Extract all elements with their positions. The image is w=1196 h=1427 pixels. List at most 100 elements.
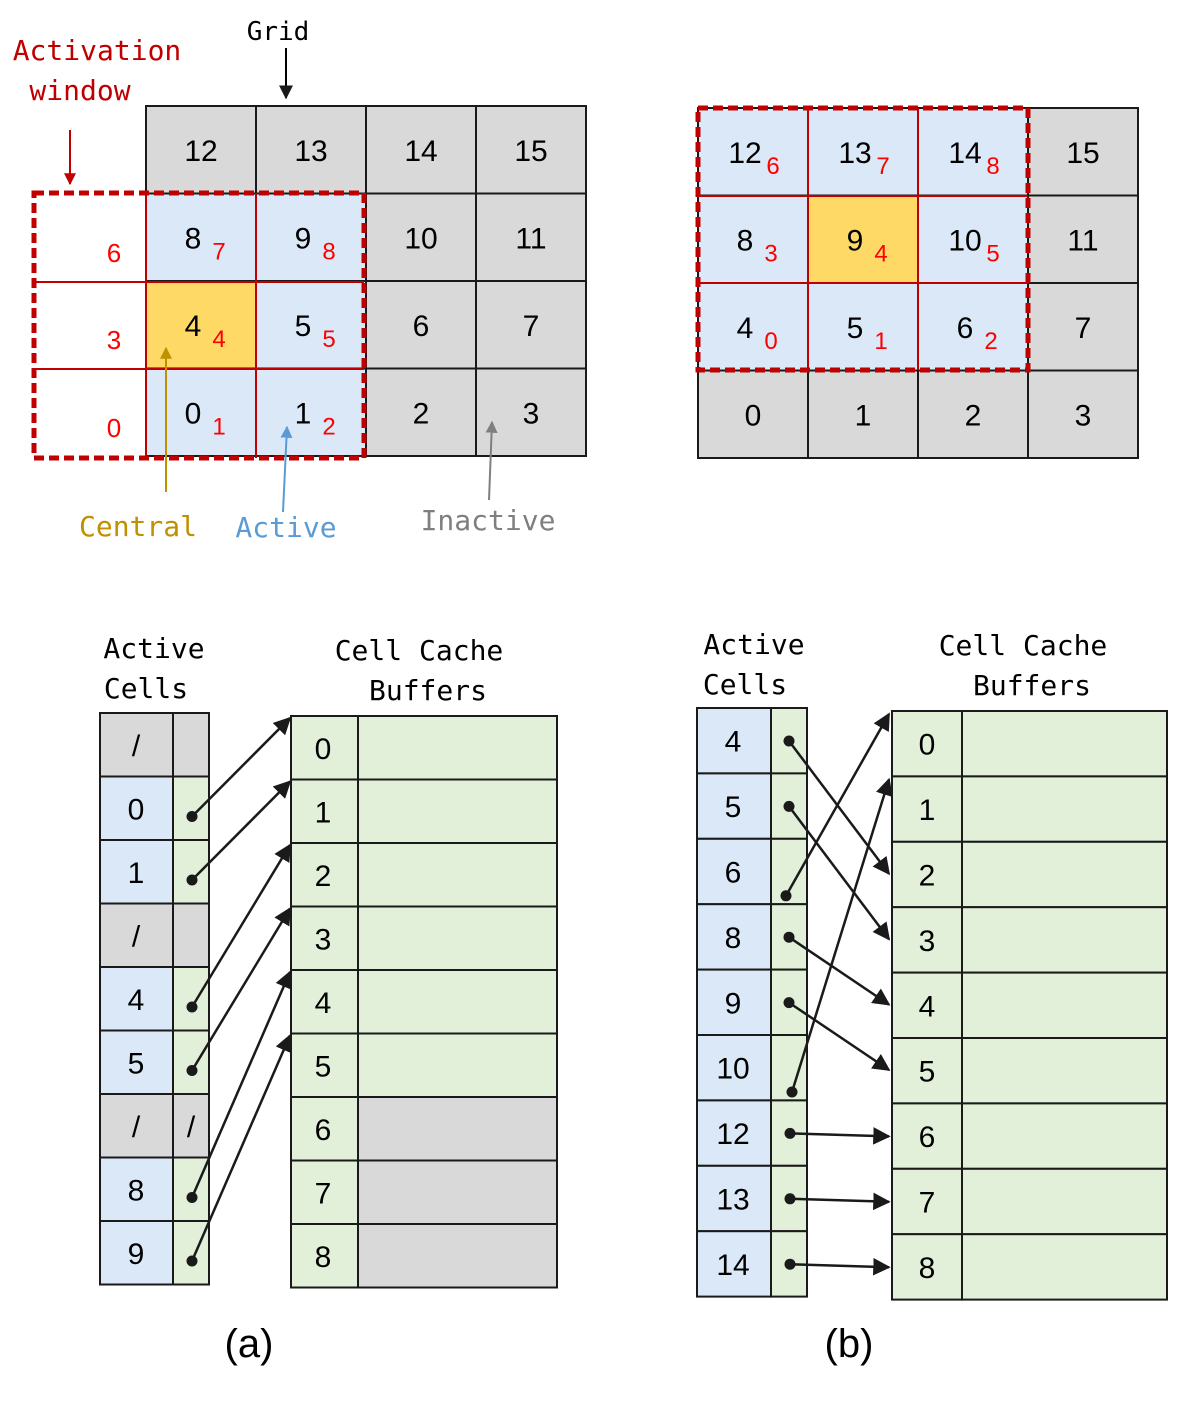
pointer-arrow [788, 1001, 891, 1072]
buffer-index: 1 [315, 796, 332, 829]
active-cell-slot [99, 1029, 174, 1095]
buffer-slot [357, 1032, 558, 1098]
active-cell-slot [696, 707, 772, 775]
pointer-arrow [789, 1257, 891, 1276]
grid-cell [1027, 107, 1139, 197]
active-cell-id: 14 [716, 1249, 749, 1282]
window-index-outside: 6 [107, 238, 121, 268]
grid-cell-number: 7 [1075, 312, 1092, 345]
window-index: 0 [764, 328, 777, 355]
buffer-slot [357, 778, 558, 844]
grid-cell-number: 11 [515, 222, 546, 255]
window-index: 6 [766, 153, 779, 180]
legend-inactive: Inactive [421, 504, 556, 537]
active-cells-title-a-line1: Active [103, 632, 204, 665]
pointer-null: / [187, 1111, 196, 1144]
buffer-slot [357, 905, 558, 971]
grid-cell-number: 4 [737, 312, 754, 345]
buffer-index: 4 [919, 990, 936, 1023]
pointer-slot [172, 1156, 210, 1222]
active-cells-title-b-line1: Active [703, 628, 804, 661]
grid-cell-number: 14 [404, 135, 437, 168]
window-index: 1 [874, 328, 887, 355]
buffer-index: 4 [315, 987, 332, 1020]
buffer-slot [961, 906, 1168, 974]
buffer-slot [357, 1096, 558, 1162]
active-cell-id: 10 [716, 1053, 749, 1086]
buffer-index: 7 [919, 1187, 936, 1220]
grid-cell [255, 192, 367, 282]
activation-window-frame-a [31, 190, 367, 461]
grid-cell-number: 3 [1075, 399, 1092, 432]
inactive-pointer [485, 420, 498, 501]
activation-window-frame-b [695, 105, 1031, 373]
active-cell-id: 8 [725, 922, 742, 955]
grid-cell-number: 9 [295, 222, 312, 255]
cache-title-a-line1: Cell Cache [335, 634, 504, 667]
grid-cell [475, 367, 587, 457]
grid-cell-number: 13 [838, 137, 871, 170]
buffer-index: 7 [315, 1177, 332, 1210]
buffer-index: 2 [919, 860, 936, 893]
buffer-slot [961, 1233, 1168, 1301]
buffer-index: 5 [919, 1056, 936, 1089]
window-index: 1 [212, 413, 225, 440]
active-cell-id: / [132, 920, 141, 953]
active-cell-slot [696, 1230, 772, 1298]
buffer-slot [961, 1167, 1168, 1236]
active-cell-slot [99, 839, 174, 905]
pointer-slot [172, 966, 210, 1032]
buffer-index-cell [891, 906, 963, 974]
active-cell-id: 4 [725, 726, 742, 759]
grid-cell-number: 10 [948, 224, 981, 257]
grid-cell-number: 15 [1066, 137, 1099, 170]
window-index: 7 [876, 153, 889, 180]
activation-window-label-line1: Activation [13, 34, 182, 67]
grid-cell [697, 369, 809, 459]
window-index: 7 [212, 238, 225, 265]
buffer-index: 3 [919, 925, 936, 958]
grid-cell [475, 105, 587, 195]
grid-label: Grid [247, 17, 310, 47]
buffer-index: 3 [315, 923, 332, 956]
grid-cell [365, 280, 477, 370]
window-outside-slots: 6 3 0 [36, 238, 146, 443]
active-cell-id: 12 [716, 1118, 749, 1151]
active-cell-id: 9 [725, 987, 742, 1020]
activation-window-label-line2: window [29, 74, 130, 107]
active-cell-id: 13 [716, 1184, 749, 1217]
buffer-slot [961, 1037, 1168, 1105]
active-cell-id: 8 [128, 1174, 145, 1207]
grid-cell-number: 14 [948, 137, 981, 170]
grid-cell [475, 192, 587, 282]
pointer-arrow [190, 843, 292, 1008]
pointer-slot [172, 1029, 210, 1095]
pointer-arrow [789, 1192, 891, 1211]
grid-cell-number: 6 [413, 310, 430, 343]
pointer-slot [172, 1220, 210, 1286]
active-cell-slot [99, 1156, 174, 1222]
pointer-arrow [191, 716, 292, 818]
pointer-arrow [788, 805, 891, 941]
grid-cell [365, 367, 477, 457]
window-index-outside: 0 [107, 413, 121, 443]
buffer-index: 8 [919, 1252, 936, 1285]
active-cell-id: 0 [128, 793, 145, 826]
grid-cell-number: 1 [295, 397, 312, 430]
window-index-outside: 3 [107, 325, 121, 355]
window-index: 4 [874, 240, 887, 267]
grid-cell-number: 8 [737, 224, 754, 257]
grid-cell [917, 369, 1029, 459]
buffer-slot [961, 1102, 1168, 1170]
pointer-arrow [191, 780, 292, 881]
buffer-index: 5 [315, 1050, 332, 1083]
caption-b: (b) [825, 1322, 874, 1366]
window-index: 2 [984, 328, 997, 355]
buffer-index: 2 [315, 860, 332, 893]
